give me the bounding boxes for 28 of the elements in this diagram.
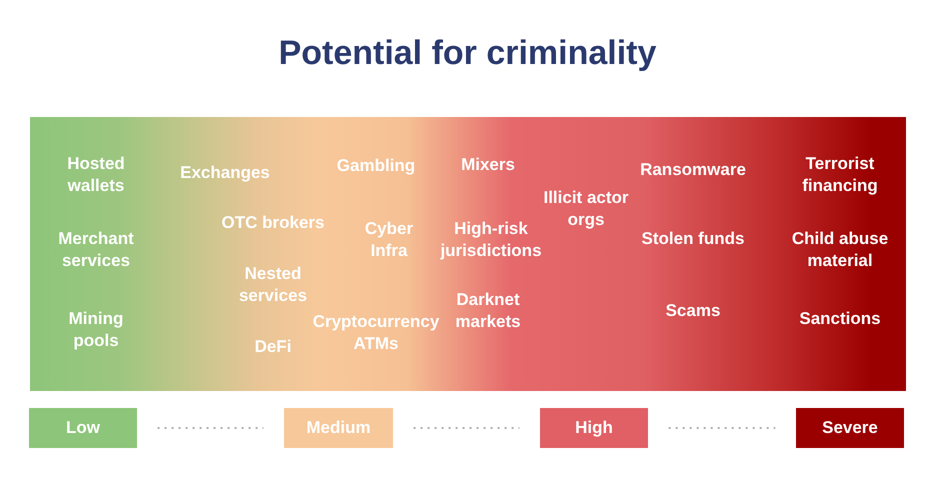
category-label: DeFi <box>254 336 292 358</box>
category-label: Ransomware <box>639 159 747 181</box>
level-box: Medium <box>284 408 393 448</box>
level-box: Low <box>29 408 137 448</box>
level-box: High <box>540 408 648 448</box>
category-label: Darknet markets <box>454 289 522 333</box>
category-label: Mining pools <box>68 308 124 352</box>
category-label: Illicit actor orgs <box>542 187 630 231</box>
category-label: Sanctions <box>798 308 882 330</box>
title: Potential for criminality <box>278 34 658 73</box>
category-label: Child abuse material <box>790 228 890 272</box>
category-label: Cryptocurrency ATMs <box>312 311 440 355</box>
category-label: High-risk jurisdictions <box>439 218 543 262</box>
category-label: Nested services <box>238 263 308 307</box>
category-label: Mixers <box>460 154 516 176</box>
category-label: Exchanges <box>179 162 271 184</box>
category-label: Merchant services <box>57 228 135 272</box>
dotted-connector <box>414 427 520 429</box>
level-box: Severe <box>796 408 904 448</box>
category-label: Stolen funds <box>640 228 746 250</box>
category-label: Hosted wallets <box>66 153 126 197</box>
dotted-connector <box>668 427 776 429</box>
category-label: Gambling <box>336 155 416 177</box>
category-label: Terrorist financing <box>801 153 879 197</box>
dotted-connector <box>158 427 264 429</box>
category-label: Cyber Infra <box>364 218 414 262</box>
category-label: Scams <box>664 300 722 322</box>
category-label: OTC brokers <box>220 212 326 234</box>
